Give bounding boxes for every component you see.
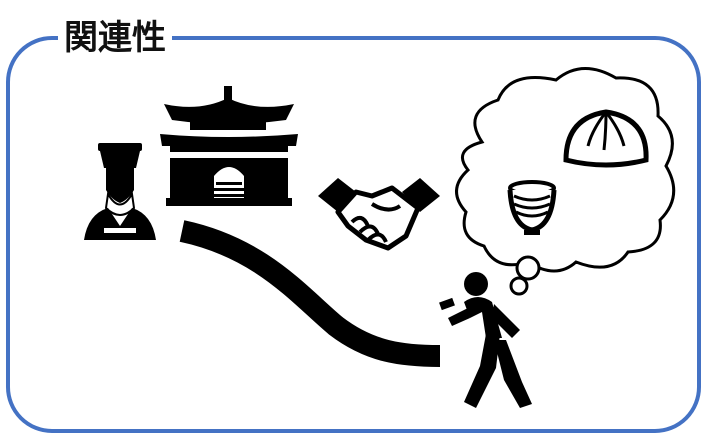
walking-person-icon — [439, 272, 532, 408]
frame-border — [6, 36, 701, 433]
thought-bubble-icon — [455, 67, 676, 296]
steamed-bun-icon — [563, 109, 649, 168]
page-title: 関連性 — [58, 16, 172, 60]
palace-gate-icon — [160, 86, 298, 206]
noodle-bowl-icon — [507, 180, 557, 235]
handshake-icon — [318, 178, 440, 251]
road-path — [179, 220, 441, 367]
official-icon — [84, 143, 156, 240]
